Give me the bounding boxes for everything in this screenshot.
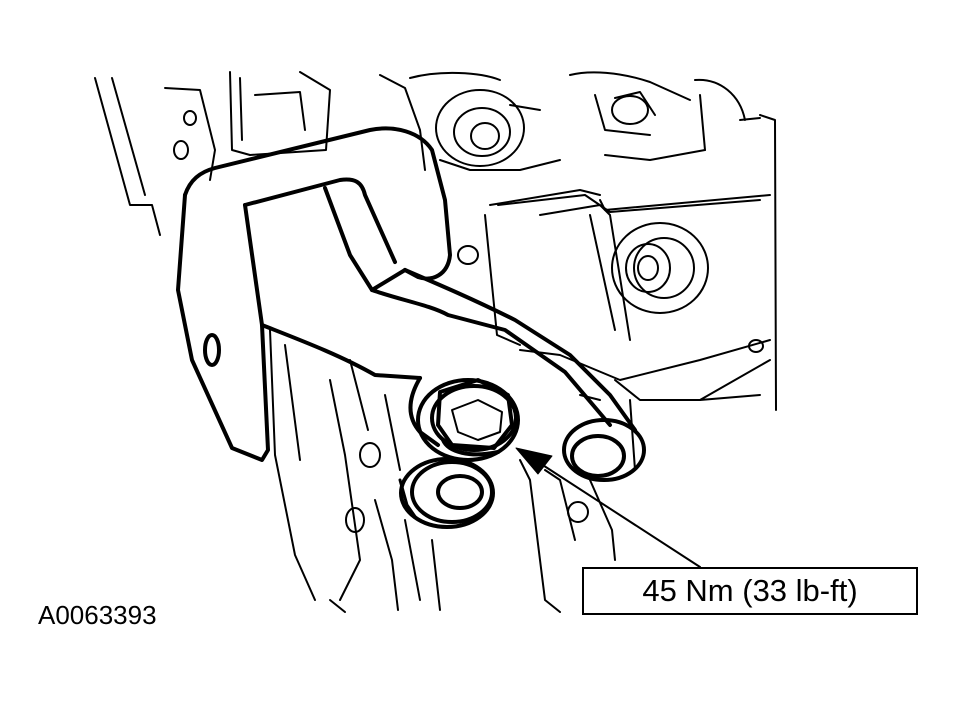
hex-bolt bbox=[416, 378, 520, 462]
figure-id-label: A0063393 bbox=[38, 600, 157, 630]
lower-boss bbox=[398, 457, 495, 529]
engine-mount-bracket bbox=[176, 126, 637, 462]
torque-spec-callout: 45 Nm (33 lb-ft) bbox=[582, 567, 918, 615]
arm-end-boss bbox=[562, 418, 646, 482]
callout-leader-line bbox=[515, 447, 701, 568]
engine-block-outline bbox=[94, 71, 777, 613]
torque-spec-text: 45 Nm (33 lb-ft) bbox=[642, 573, 858, 608]
callout-arrowhead bbox=[515, 447, 553, 475]
